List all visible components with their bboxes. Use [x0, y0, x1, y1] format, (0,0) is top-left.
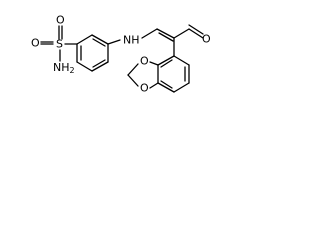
bond: [188, 24, 204, 35]
atom-label-s: S: [56, 38, 63, 51]
bond: [160, 80, 173, 89]
bond: [149, 61, 159, 66]
benzene-ring-sulfonamide: [76, 34, 109, 72]
bond: [107, 39, 121, 45]
bond: [127, 74, 139, 87]
atom-label-o-left: O: [31, 37, 40, 50]
bond: [92, 38, 106, 47]
bond: [92, 59, 106, 68]
bond: [91, 61, 109, 72]
atom-label-o-dioxole-upper: O: [140, 55, 149, 68]
bond: [76, 61, 93, 72]
bond: [173, 55, 190, 66]
bond: [156, 28, 175, 39]
bond: [173, 82, 190, 93]
bond: [160, 59, 173, 68]
bond: [76, 34, 93, 45]
sulfonamide-group: S O O NH2: [31, 14, 78, 75]
bond: [158, 32, 174, 42]
enaminone-chain: NH O: [107, 24, 211, 57]
atom-label-nh: NH: [123, 34, 140, 47]
bond: [157, 55, 175, 66]
bond: [188, 28, 204, 39]
bond: [149, 82, 159, 89]
atom-label-nh2: NH2: [53, 61, 75, 75]
atom-label-o-top: O: [56, 14, 65, 27]
bond: [127, 63, 139, 76]
bond: [91, 34, 109, 45]
atom-label-o-carbonyl: O: [202, 33, 211, 46]
bond: [141, 28, 158, 39]
atom-label-o-dioxole-lower: O: [140, 82, 149, 95]
bond: [173, 28, 190, 39]
benzodioxole-ring: O O: [127, 55, 190, 95]
chemical-structure-diagram: S O O NH2 NH O O O: [31, 14, 211, 95]
bond: [157, 82, 175, 93]
